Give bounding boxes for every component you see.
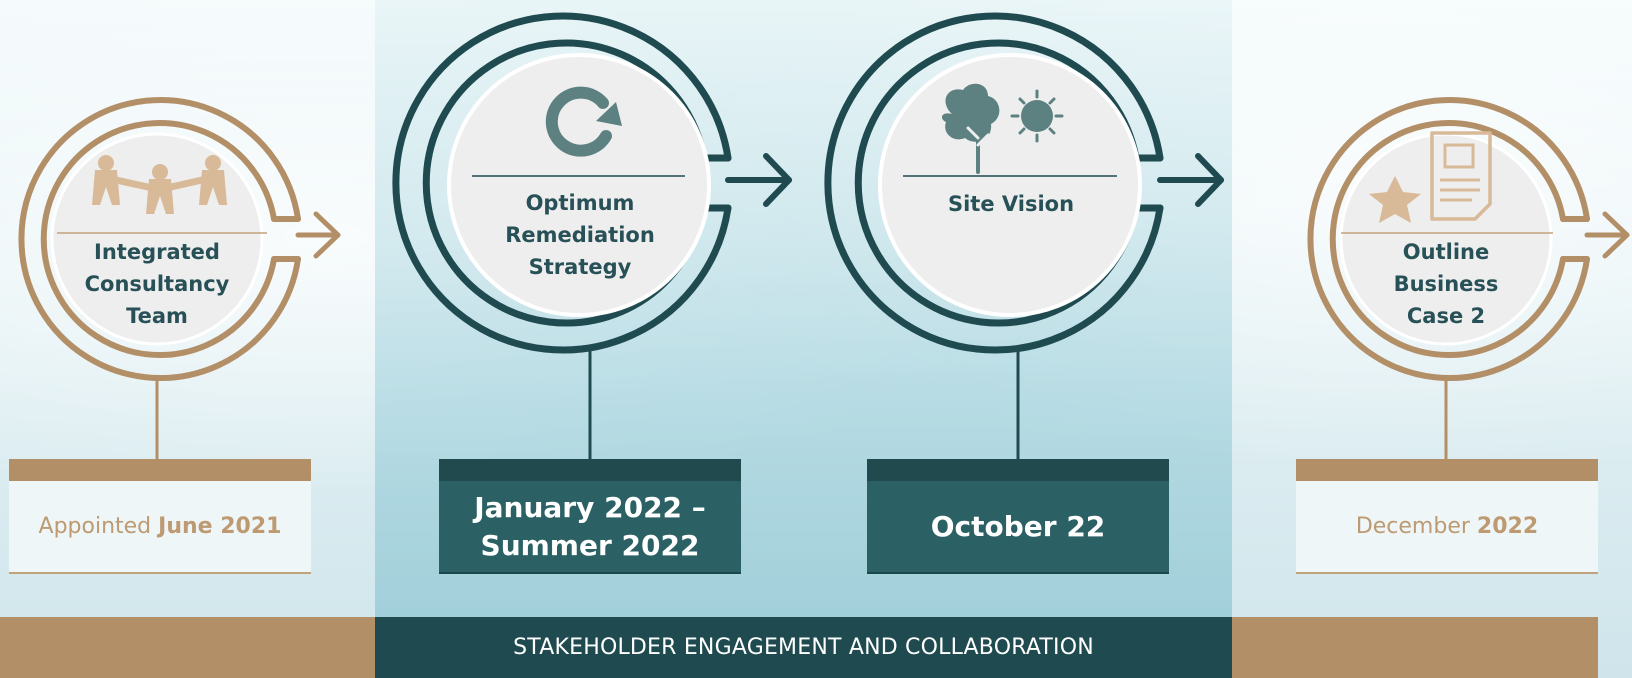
step-1-date-box: Appointed June 2021 [9,459,311,574]
step-4-date-prefix: December [1355,514,1470,539]
step-4-node [1307,97,1630,459]
step-1-date-bar [9,459,311,481]
step-3-date-bar [867,459,1169,481]
step-3-date-value: October 22 [930,509,1106,543]
step-1-date-strong: June 2021 [158,514,282,539]
step-4-date-text: December 2022 [1296,481,1598,572]
step-2-node [392,12,792,459]
tree-sun-icon [941,83,1064,174]
people-chain-icon [92,155,227,214]
step-1-date-text: Appointed June 2021 [9,481,311,572]
circular-arrow-icon [545,86,622,157]
engagement-banner [0,617,1598,678]
step-2-date-line-2: Summer 2022 [480,528,700,562]
step-3-date-text: October 22 [867,481,1169,572]
step-2-date-bar [439,459,741,481]
banner-label: STAKEHOLDER ENGAGEMENT AND COLLABORATION [513,635,1094,660]
step-4-date-bar [1296,459,1598,481]
step-4-date-box: December 2022 [1296,459,1598,574]
step-2-date-text: January 2022 – Summer 2022 [439,481,741,572]
step-4-date-strong: 2022 [1476,514,1539,539]
step-3-date-box: October 22 [867,459,1169,574]
step-1-node [18,97,341,459]
step-3-node [824,12,1224,459]
step-2-date-line-1: January 2022 – [474,490,706,524]
document-star-icon [1369,131,1492,223]
step-1-date-prefix: Appointed [38,514,152,539]
step-2-date-box: January 2022 – Summer 2022 [439,459,741,574]
